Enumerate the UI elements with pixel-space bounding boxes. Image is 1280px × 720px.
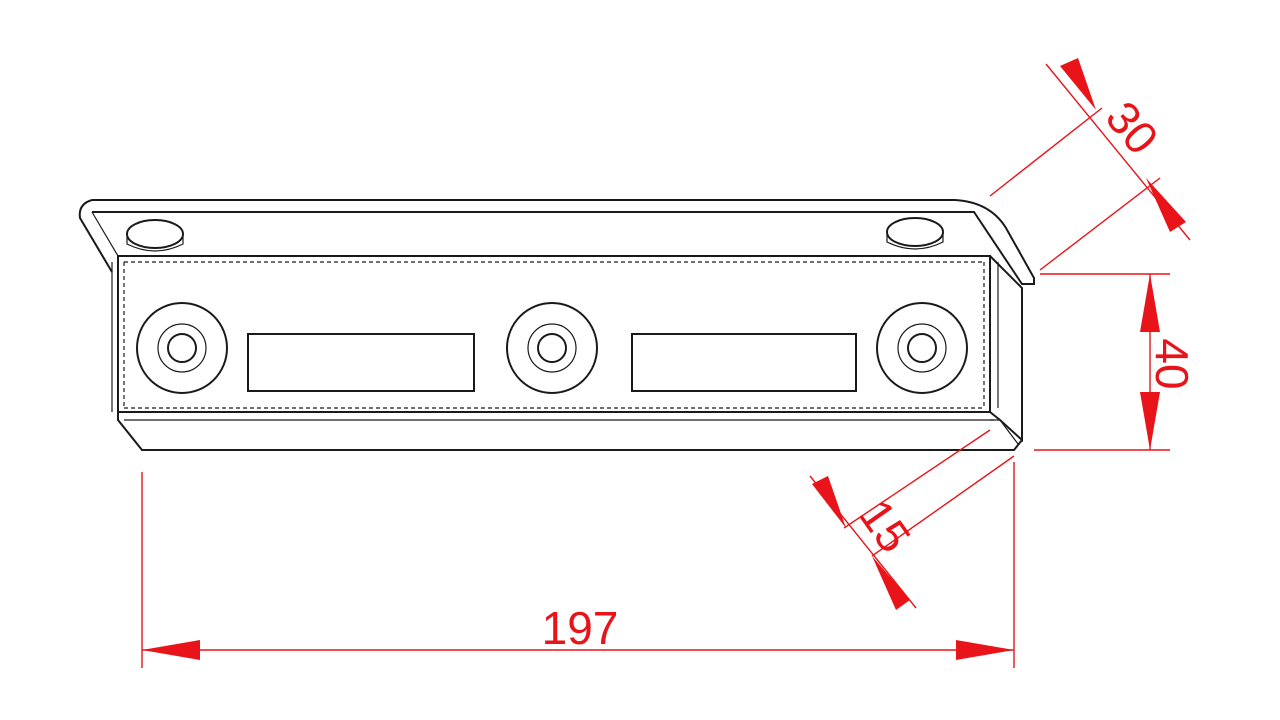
arrow-left [142, 640, 200, 660]
dimension-length: 197 [141, 462, 1015, 668]
dimension-height: 40 [1034, 273, 1198, 451]
dimension-top-flange-label: 30 [1096, 91, 1169, 164]
boss-left-outer [136, 302, 228, 394]
boss-left-inner [167, 333, 197, 363]
flange-hole-left-wall [126, 234, 184, 252]
dimension-bottom-flange: 15 [809, 429, 1015, 610]
bottom-flange-lip [990, 419, 1019, 445]
extension-line-30b [1039, 177, 1161, 271]
boss-right-inner [907, 333, 937, 363]
arrow-right [956, 640, 1014, 660]
dimensions: 197 40 30 15 [141, 58, 1198, 668]
flange-hole-right [886, 217, 944, 247]
dimension-bottom-flange-label: 15 [849, 490, 921, 562]
slot-right [631, 333, 857, 392]
flange-hole-left [126, 219, 184, 249]
arrow-30a [1060, 58, 1096, 110]
boss-center-mid [527, 323, 577, 373]
extension-line-15b [871, 455, 1015, 557]
arrow-15a [812, 476, 846, 528]
web-right-bend [989, 255, 1023, 443]
top-flange-outline [92, 199, 1035, 285]
arrow-30b [1146, 178, 1186, 232]
slot-left [247, 333, 475, 392]
boss-right-mid [897, 323, 947, 373]
arrow-top [1140, 274, 1160, 332]
flange-hole-right-wall [886, 232, 944, 250]
bottom-flange-outline [117, 412, 1023, 451]
dimension-height-label: 40 [1146, 338, 1198, 389]
bracket-part [78, 199, 1035, 451]
dimension-top-flange: 30 [989, 58, 1191, 271]
boss-right-outer [876, 302, 968, 394]
boss-center-inner [537, 333, 567, 363]
boss-left-mid [157, 323, 207, 373]
extension-line-30a [989, 107, 1103, 197]
arrow-15b [872, 556, 910, 610]
top-flange-bend [78, 199, 113, 273]
extension-line-15a [843, 429, 991, 529]
boss-center-outer [506, 302, 598, 394]
dimension-length-label: 197 [542, 602, 619, 654]
top-flange-inner-edge [91, 211, 119, 257]
arrow-bottom [1140, 392, 1160, 450]
